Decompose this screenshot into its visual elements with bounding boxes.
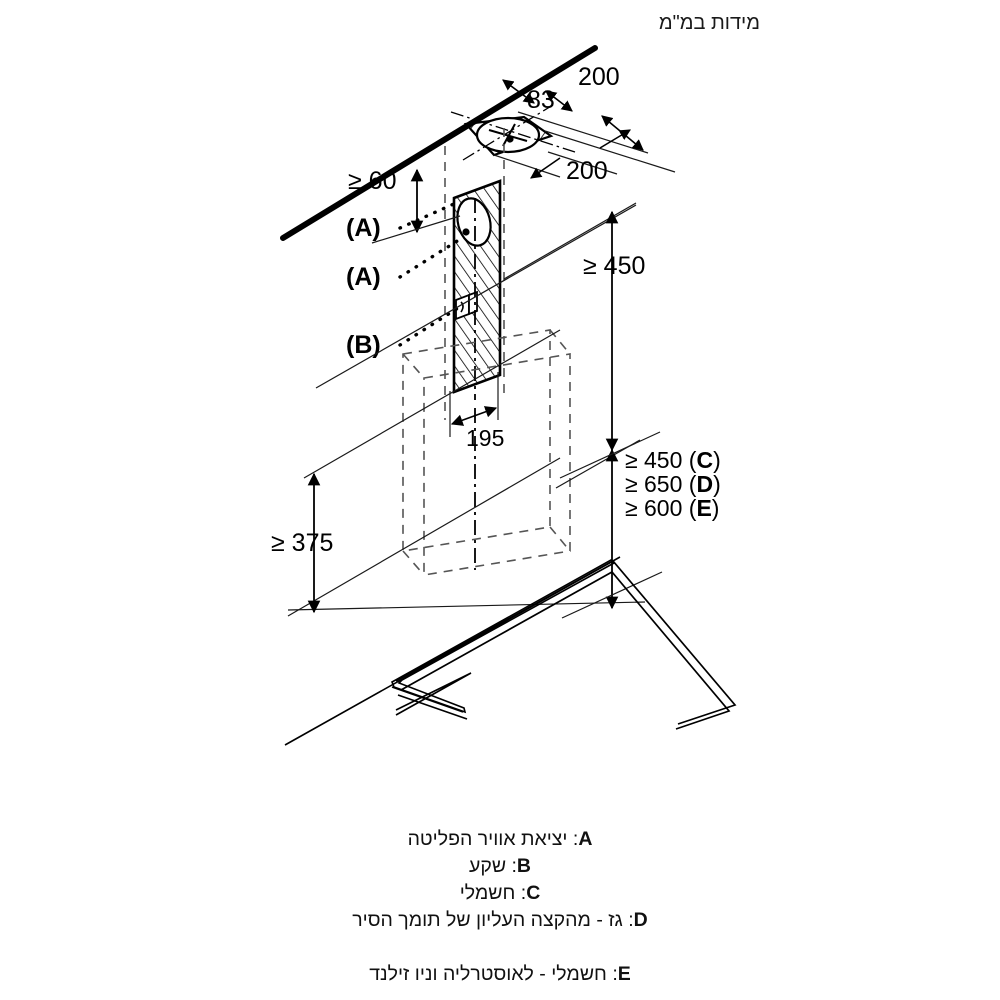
callout-a2-label: (A): [346, 263, 381, 291]
legend-text-d: גז - מהקצה העליון של תומך הסיר: [352, 909, 623, 931]
page-title: מידות במ"מ: [658, 12, 760, 34]
clearance-e-label: ≥ 600 (E): [625, 495, 719, 521]
legend-sep-b: :: [511, 855, 517, 877]
legend-key-a: A: [578, 828, 593, 850]
dim-195: [449, 372, 499, 437]
countertop: [284, 556, 737, 746]
dim-83-label: 83: [527, 86, 555, 114]
clearance-e-ref: E: [696, 495, 711, 521]
dim-195-label: 195: [466, 425, 504, 451]
wall-air-outlet: [456, 197, 492, 247]
dim-375-label: ≥ 375: [271, 529, 333, 557]
legend-sep-c: :: [520, 882, 527, 904]
legend-key-d: D: [633, 909, 648, 931]
ceiling-line: [280, 45, 598, 241]
callout-a1-label: (A): [346, 214, 381, 242]
dim-83: [502, 79, 573, 112]
ceiling-centerlines: [450, 104, 576, 161]
dim-200-bottom-label: 200: [566, 157, 608, 185]
clearance-d-label: ≥ 650 (D): [625, 471, 721, 497]
legend-sep-d: :: [628, 909, 634, 931]
callout-leaders: [398, 201, 464, 347]
legend-sep-e: :: [612, 963, 618, 985]
clearance-e-value: ≥ 600: [625, 495, 682, 521]
legend-item-a: A: יציאת אוויר הפליטה: [0, 826, 1000, 853]
clearance-d-value: ≥ 650: [625, 471, 682, 497]
clearance-c-value: ≥ 450: [625, 447, 682, 473]
dim-wall-top-clearance: [371, 168, 461, 244]
legend-text-e: חשמלי - לאוסטרליה וניו זילנד: [369, 963, 607, 985]
clearance-c-label: ≥ 450 (C): [625, 447, 721, 473]
legend: A: יציאת אוויר הפליטה B: שקע C: חשמלי D:…: [0, 826, 1000, 988]
legend-text-a: יציאת אוויר הפליטה: [407, 828, 568, 850]
dim-375-projection: [287, 329, 561, 617]
callout-b1-label: (B): [346, 331, 381, 359]
legend-item-e: E: חשמלי - לאוסטרליה וניו זילנד: [0, 961, 1000, 988]
legend-sep-a: :: [572, 828, 579, 850]
legend-text-b: שקע: [468, 855, 507, 877]
legend-item-d: D: גז - מהקצה העליון של תומך הסיר: [0, 907, 1000, 934]
clearance-c-ref: C: [696, 447, 713, 473]
dim-200-top-label: 200: [578, 63, 620, 91]
legend-key-e: E: [617, 963, 631, 985]
legend-key-b: B: [516, 855, 532, 877]
legend-item-b: B: שקע: [0, 853, 1000, 880]
dim-450-label: ≥ 450: [583, 252, 645, 280]
ceiling-duct-plate: [463, 115, 554, 157]
legend-key-c: C: [526, 882, 541, 904]
legend-text-c: חשמלי: [459, 882, 516, 904]
clearance-d-ref: D: [696, 471, 713, 497]
dim-60-label: ≥ 60: [348, 167, 396, 195]
legend-item-c: C: חשמלי: [0, 880, 1000, 907]
dim-clearance-stack-line: [559, 431, 663, 619]
dim-200-bottom: [530, 129, 631, 179]
